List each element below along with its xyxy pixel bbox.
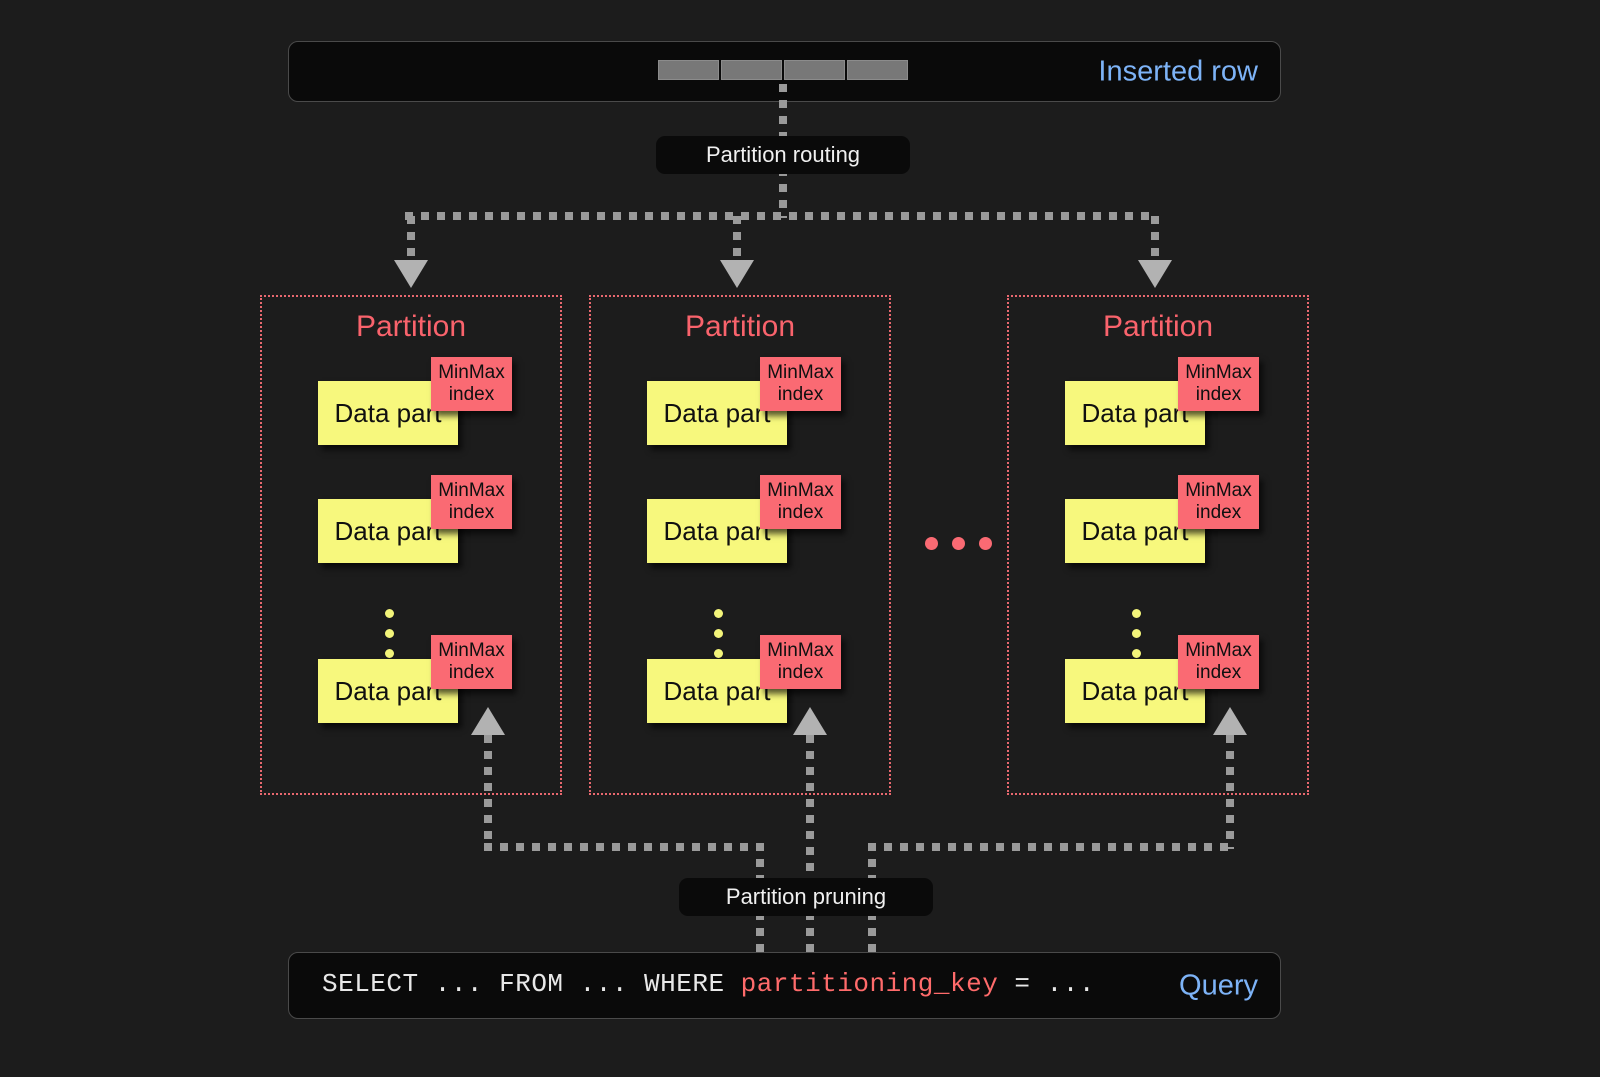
query-sql-suffix: = ... [998,969,1095,999]
arrow-down-partition-2 [1138,260,1172,288]
arrow-up-partition-2 [1213,707,1247,735]
connector-partition-0-to-bus [484,735,492,849]
data-part-group-0-1: MinMax index Data part [262,475,560,565]
connector-pruning-to-query-mid [806,912,814,956]
data-part-group-0-2: MinMax index Data part [262,635,560,725]
connector-partition-1-to-pruning [806,735,814,882]
data-part-group-2-0: MinMax index Data part [1009,357,1307,447]
arrow-down-partition-1 [720,260,754,288]
query-label: Query [1179,969,1258,1001]
minmax-index-box: MinMax index [431,475,512,529]
ellipsis-dot [385,629,394,638]
connector-bus-to-partition-2 [1151,216,1159,264]
minmax-index-box: MinMax index [760,475,841,529]
minmax-index-box: MinMax index [760,357,841,411]
partition-title-1: Partition [684,310,796,343]
ellipsis-dot [714,629,723,638]
partition-box-2: Partition MinMax index Data part MinMax … [1007,295,1309,795]
arrow-up-partition-1 [793,707,827,735]
connector-pruning-to-query-left [756,912,764,956]
query-sql-text: SELECT ... FROM ... WHERE partitioning_k… [322,969,1095,999]
inserted-row-label: Inserted row [1098,55,1258,87]
partition-box-1: Partition MinMax index Data part MinMax … [589,295,891,795]
data-part-ellipsis-0 [385,609,394,658]
ellipsis-dot [385,609,394,618]
minmax-index-box: MinMax index [760,635,841,689]
minmax-index-box: MinMax index [431,357,512,411]
connector-bus-to-partition-0 [407,216,415,264]
connector-row-to-routing [779,84,787,142]
partition-routing-label: Partition routing [656,136,910,174]
connector-fanout-bus [405,212,1157,220]
partition-ellipsis [925,537,992,550]
data-part-group-1-2: MinMax index Data part [591,635,889,725]
connector-left-into-pruning [756,843,764,883]
ellipsis-dot [952,537,965,550]
data-part-group-2-1: MinMax index Data part [1009,475,1307,565]
data-part-group-2-2: MinMax index Data part [1009,635,1307,725]
row-cell [721,60,782,80]
inserted-row-cells [658,60,908,80]
connector-bus-to-partition-1 [733,216,741,264]
connector-pruning-to-query-right [868,912,876,956]
connector-routing-to-bus [779,168,787,218]
data-part-ellipsis-1 [714,609,723,658]
data-part-group-1-1: MinMax index Data part [591,475,889,565]
minmax-index-box: MinMax index [431,635,512,689]
ellipsis-dot [979,537,992,550]
partition-box-0: Partition MinMax index Data part MinMax … [260,295,562,795]
connector-partition-2-to-bus [1226,735,1234,849]
query-bar: Query [288,952,1281,1019]
data-part-group-0-0: MinMax index Data part [262,357,560,447]
query-partitioning-key: partitioning_key [740,969,999,999]
ellipsis-dot [1132,609,1141,618]
ellipsis-dot [714,609,723,618]
row-cell [658,60,719,80]
row-cell [847,60,908,80]
ellipsis-dot [1132,629,1141,638]
ellipsis-dot [1132,649,1141,658]
data-part-ellipsis-2 [1132,609,1141,658]
arrow-down-partition-0 [394,260,428,288]
connector-right-into-pruning [868,843,876,883]
connector-gather-left [484,843,764,851]
minmax-index-box: MinMax index [1178,635,1259,689]
partition-title-2: Partition [1102,310,1214,343]
ellipsis-dot [385,649,394,658]
data-part-box: Data part [318,381,458,445]
query-sql-prefix: SELECT ... FROM ... WHERE [322,969,741,999]
partition-pruning-label: Partition pruning [679,878,933,916]
ellipsis-dot [714,649,723,658]
minmax-index-box: MinMax index [1178,357,1259,411]
connector-gather-right [868,843,1234,851]
ellipsis-dot [925,537,938,550]
row-cell [784,60,845,80]
partition-title-0: Partition [355,310,467,343]
arrow-up-partition-0 [471,707,505,735]
minmax-index-box: MinMax index [1178,475,1259,529]
data-part-group-1-0: MinMax index Data part [591,357,889,447]
